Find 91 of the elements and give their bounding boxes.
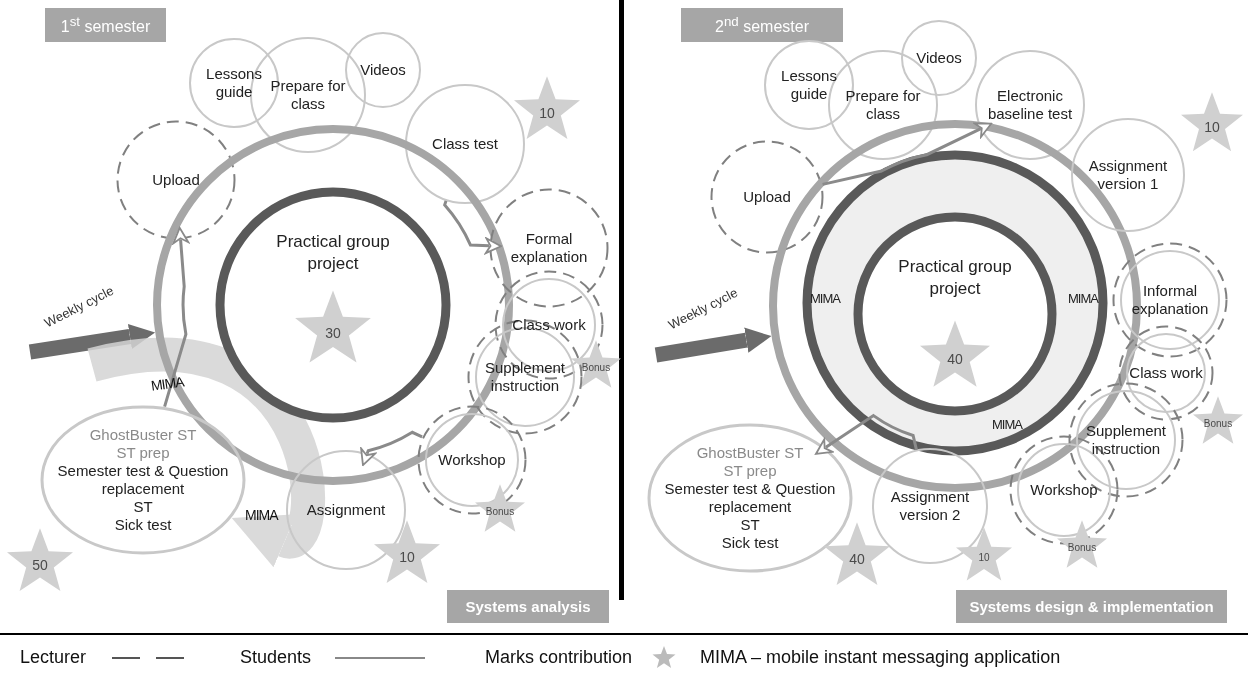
module-tag <box>447 590 609 623</box>
marks-value: 10 <box>978 551 990 566</box>
project-circle <box>215 187 451 423</box>
marks-star <box>1192 396 1244 446</box>
activity-circle <box>872 448 988 564</box>
marks-value: Bonus <box>485 505 515 519</box>
activity-label: Electronic baseline test <box>986 87 1074 123</box>
semester-tag <box>681 8 843 42</box>
marks-value: Bonus <box>581 361 611 375</box>
marks-star <box>918 320 992 390</box>
activity-label: Workshop <box>438 451 506 469</box>
arrow <box>89 338 325 570</box>
activity-label: Prepare for class <box>844 87 922 123</box>
activity-label: Lessons guide <box>205 65 263 101</box>
marks-value: Bonus <box>1203 417 1233 431</box>
marks-value: 40 <box>849 549 865 568</box>
arrow <box>360 430 423 466</box>
marks-star <box>1180 92 1244 154</box>
test-label: Semester test & Question replacement <box>663 480 837 516</box>
test-label: Sick test <box>114 516 172 534</box>
module-tag <box>956 590 1227 623</box>
activity-label: Supplement instruction <box>1084 422 1168 458</box>
activity-circle <box>405 84 525 204</box>
test-label: Semester test & Question replacement <box>56 462 230 498</box>
activity-label: Formal explanation <box>509 230 589 266</box>
marks-star <box>955 527 1013 583</box>
activity-label: Prepare for class <box>269 77 347 113</box>
project-circle <box>853 212 1057 416</box>
test-label: Sick test <box>721 534 779 552</box>
lecturer-circle <box>710 140 824 254</box>
test-label: ST <box>133 498 153 516</box>
activity-label: Videos <box>360 61 406 79</box>
test-label: ST prep <box>116 444 170 462</box>
legend-label: Marks contribution <box>485 647 633 668</box>
arrow <box>815 414 918 455</box>
activity-label: Assignment version 2 <box>889 488 971 524</box>
test-label: GhostBuster ST <box>696 444 804 462</box>
activity-label: Informal explanation <box>1130 282 1210 318</box>
marks-value: 10 <box>539 103 555 122</box>
activity-circle <box>1071 118 1185 232</box>
arrow <box>654 327 772 363</box>
semester-label: 1$^{st}$ semester <box>60 13 151 37</box>
marks-value: 30 <box>325 323 341 342</box>
arrow <box>28 323 156 360</box>
activity-circle <box>417 405 527 515</box>
activity-label: Class work <box>1129 364 1203 382</box>
marks-star <box>474 484 526 534</box>
arrow <box>443 200 502 255</box>
test-label: ST <box>740 516 760 534</box>
marks-star <box>570 340 622 390</box>
legend-label: MIMA – mobile instant messaging application <box>700 647 1061 668</box>
activity-label: Class work <box>512 316 586 334</box>
module-label: Systems design & implementation <box>969 597 1214 616</box>
activity-label: Videos <box>916 49 962 67</box>
module-label: Systems analysis <box>465 597 591 616</box>
activity-circle <box>1112 242 1228 358</box>
legend-label: Students <box>240 647 312 668</box>
marks-star <box>1056 520 1108 570</box>
semester-label: 2$^{nd}$ semester <box>715 13 809 37</box>
test-label: ST prep <box>723 462 777 480</box>
test-label: GhostBuster ST <box>89 426 197 444</box>
marks-value: 10 <box>399 547 415 566</box>
legend-label: Lecturer <box>20 647 87 668</box>
marks-value: 40 <box>947 350 963 369</box>
lecturer-circle <box>116 120 236 240</box>
activity-label: Supplement instruction <box>483 359 567 395</box>
activity-label: Class test <box>432 135 498 153</box>
test-ellipse <box>40 405 246 555</box>
arrow-label: MIMA <box>245 507 278 523</box>
activity-label: Upload <box>152 171 200 189</box>
activity-label: Lessons guide <box>780 67 838 103</box>
activity-circle <box>1118 325 1214 421</box>
arrow <box>822 122 993 186</box>
lecturer-circle <box>489 188 609 308</box>
activity-label: Assignment <box>306 501 386 519</box>
marks-value: 10 <box>1204 117 1220 136</box>
marks-value: 50 <box>32 555 48 574</box>
activity-circle <box>975 50 1085 160</box>
activity-label: Assignment version 1 <box>1087 157 1169 193</box>
project-label: Practical group project <box>275 231 391 275</box>
messaging-label: MIMA <box>992 416 1022 434</box>
activity-label: Workshop <box>1030 481 1098 499</box>
edge-label: MIMA <box>150 373 185 394</box>
activity-label: Upload <box>743 188 791 206</box>
activity-circle <box>345 32 421 108</box>
project-label: Practical group project <box>897 256 1013 300</box>
arrow <box>163 226 190 408</box>
messaging-label: MIMA <box>1068 290 1098 308</box>
marks-value: Bonus <box>1067 541 1097 555</box>
messaging-label: MIMA <box>810 290 840 308</box>
semester-tag <box>45 8 166 42</box>
